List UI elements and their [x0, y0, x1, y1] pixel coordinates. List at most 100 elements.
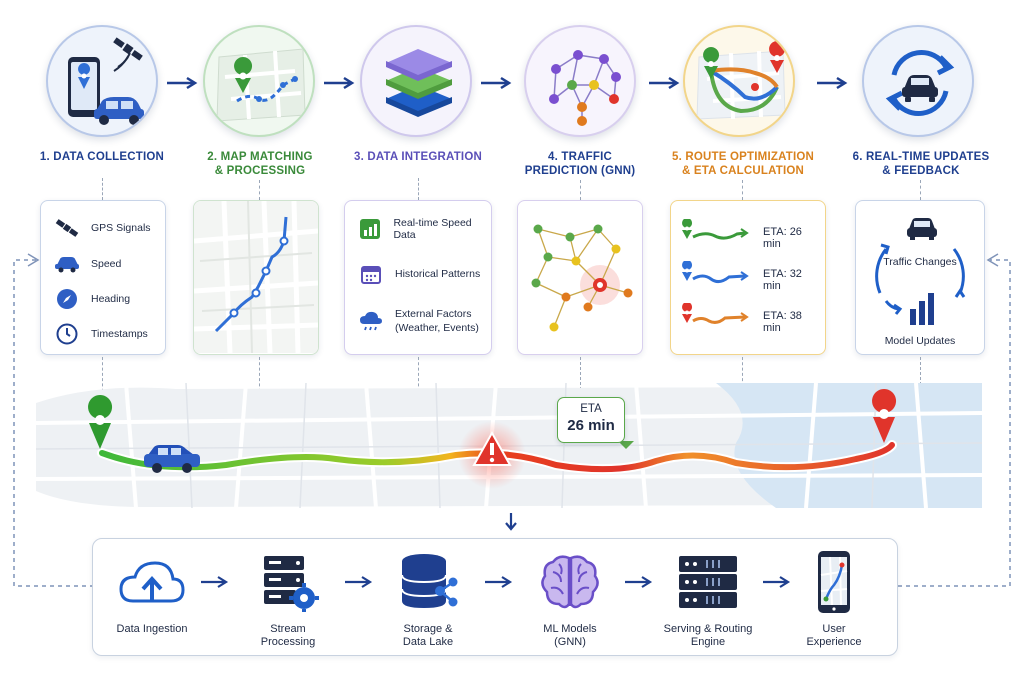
map-matching-card	[193, 200, 319, 355]
server-rack-icon	[679, 556, 737, 608]
car-icon	[144, 445, 200, 473]
route-eta-label: ETA: 26 min	[763, 226, 802, 250]
route-line-icon	[682, 261, 749, 284]
pipeline-step-label: User	[822, 623, 846, 635]
data-collection-card: GPS Signals Speed Heading Timestamps	[40, 200, 166, 355]
graph-network-icon	[549, 50, 621, 126]
map-matching-illustration	[194, 201, 318, 354]
collection-item: GPS Signals	[53, 217, 151, 239]
integration-item-label-group: External Factors (Weather, Events)	[395, 307, 479, 335]
stage-2-circle	[203, 25, 315, 137]
connector-line	[418, 357, 419, 397]
feedback-bottom-label: Model Updates	[884, 335, 956, 347]
pipeline-arrow-icon	[485, 576, 513, 588]
phone-gps-car-icon	[68, 37, 144, 125]
stage-5-circle	[683, 25, 795, 137]
integration-item: External Factors (Weather, Events)	[357, 307, 479, 335]
compass-icon	[53, 288, 81, 310]
collection-item-label: Heading	[91, 293, 131, 305]
pipeline-arrow-icon	[345, 576, 373, 588]
data-pipeline: Data Ingestion Stream Processing	[92, 538, 898, 656]
integration-item-label: (Weather, Events)	[395, 322, 479, 334]
eta-callout: ETA 26 min	[557, 397, 625, 443]
flow-arrow-icon	[817, 76, 848, 90]
pipeline-arrow-icon	[625, 576, 653, 588]
collection-item-label: Speed	[91, 258, 122, 270]
feedback-top-label: Traffic Changes	[883, 256, 957, 268]
route-option: ETA: 32 min	[679, 261, 821, 292]
route-eta-label: ETA: 32 min	[763, 268, 802, 292]
car-icon	[53, 253, 81, 275]
stage-5-title: 5. ROUTE OPTIMIZATION & ETA CALCULATION	[657, 150, 829, 178]
integration-item-label: External Factors	[395, 308, 472, 320]
pipeline-step-label: Processing	[260, 636, 316, 648]
pipeline-arrow-icon	[201, 576, 229, 588]
integration-item: Real-time Speed Data	[357, 217, 491, 241]
route-map-icon	[696, 41, 786, 120]
stage-1-circle	[46, 25, 158, 137]
stage-1-title: 1. DATA COLLECTION	[20, 150, 184, 164]
pipeline-step-user-experience: User Experience	[775, 549, 893, 649]
stage-title-line: 1. DATA COLLECTION	[39, 151, 165, 163]
layers-icon	[386, 49, 452, 117]
collection-item: Speed	[53, 253, 121, 275]
stage-title-line: 5. ROUTE OPTIMIZATION	[672, 151, 814, 163]
route-line-icon	[682, 219, 749, 240]
pipeline-step-label: Data Lake	[402, 636, 454, 648]
stage-title-line: 4. TRAFFIC	[548, 151, 612, 163]
collection-item: Heading	[53, 288, 130, 310]
calendar-icon	[357, 263, 385, 285]
route-line-icon	[682, 303, 749, 324]
stage-2-title: 2. MAP MATCHING & PROCESSING	[178, 150, 342, 178]
pipeline-step-storage: Storage & Data Lake	[369, 549, 487, 649]
cloud-upload-icon	[119, 561, 185, 603]
collection-item-label: GPS Signals	[91, 222, 151, 234]
stage-title-line: 6. REAL-TIME UPDATES	[852, 151, 990, 163]
stage-3-circle	[360, 25, 472, 137]
connector-line	[102, 357, 103, 397]
route-options-card: ETA: 26 min ETA: 32 min ETA: 38 min	[670, 200, 826, 355]
connector-line	[920, 180, 921, 200]
gnn-graph-illustration	[531, 224, 633, 332]
pipeline-step-ingestion: Data Ingestion	[93, 549, 211, 636]
connector-line	[580, 180, 581, 200]
database-icon	[401, 554, 458, 608]
connector-line	[418, 178, 419, 200]
clock-icon	[53, 323, 81, 345]
stage-title-line: & PROCESSING	[214, 165, 306, 177]
traffic-prediction-card	[517, 200, 643, 355]
chart-icon	[357, 218, 383, 240]
connector-line	[259, 180, 260, 200]
collection-item-label: Timestamps	[91, 328, 148, 340]
smartphone-map-icon	[818, 551, 850, 613]
pipeline-step-serving: Serving & Routing Engine	[649, 549, 767, 649]
eta-callout-value: 26 min	[567, 417, 615, 434]
route-option: ETA: 26 min	[679, 219, 821, 250]
satellite-icon	[53, 217, 81, 239]
pipeline-step-stream: Stream Processing	[229, 549, 347, 649]
data-integration-card: Real-time Speed Data Historical Patterns…	[344, 200, 492, 355]
pipeline-step-label: Serving & Routing	[663, 623, 753, 635]
stage-4-title: 4. TRAFFIC PREDICTION (GNN)	[498, 150, 662, 178]
brain-icon	[541, 555, 599, 609]
down-arrow-icon	[505, 513, 517, 531]
map-route-icon	[216, 48, 306, 122]
stage-title-line: & FEEDBACK	[882, 165, 960, 177]
route-option: ETA: 38 min	[679, 303, 821, 334]
alert-icon	[472, 430, 512, 466]
feedback-loop-line	[13, 253, 1011, 587]
integration-item: Historical Patterns	[357, 263, 480, 285]
connector-line	[742, 180, 743, 200]
pipeline-step-label: Stream	[270, 623, 306, 635]
stage-3-title: 3. DATA INTEGRATION	[336, 150, 500, 164]
stage-6-circle	[862, 25, 974, 137]
connector-line	[742, 357, 743, 397]
destination-pin-icon	[872, 389, 897, 443]
pipeline-step-label: Data Ingestion	[116, 623, 188, 635]
stage-title-line: PREDICTION (GNN)	[524, 165, 636, 177]
stage-title-line: 3. DATA INTEGRATION	[354, 151, 482, 163]
server-gear-icon	[264, 556, 319, 612]
flow-arrow-icon	[167, 76, 198, 90]
weather-icon	[357, 310, 385, 332]
flow-arrow-icon	[481, 76, 512, 90]
